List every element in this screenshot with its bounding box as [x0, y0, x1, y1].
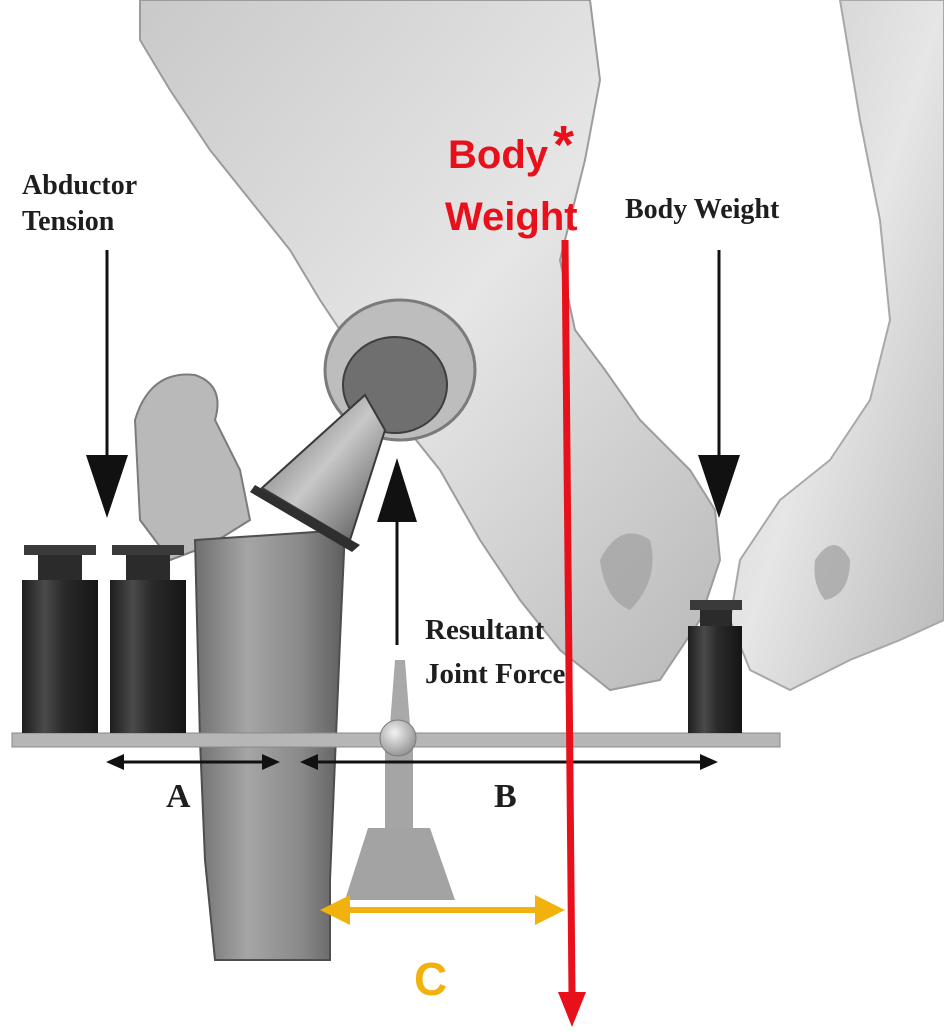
abductor-tension-label: Abductor Tension [22, 168, 137, 240]
abductor-label-line2: Tension [22, 204, 137, 240]
fulcrum-needle [390, 660, 410, 725]
body-weight-arrow [698, 250, 740, 518]
fulcrum-ball [380, 720, 416, 756]
prosthesis-stem [262, 395, 385, 540]
abductor-weight-1 [22, 545, 98, 733]
distance-b-arrow [300, 754, 718, 770]
distance-a-label: A [166, 780, 191, 814]
body-weight-label: Body Weight [625, 193, 779, 227]
resultant-arrow [377, 458, 417, 645]
resultant-label-line1: Resultant [425, 608, 565, 652]
greater-trochanter [135, 375, 250, 560]
distance-b-label: B [494, 780, 517, 814]
red-body-label: Body [448, 133, 548, 178]
red-weight-label: Weight [445, 195, 578, 240]
resultant-joint-force-label: Resultant Joint Force [425, 608, 565, 696]
fulcrum-post [385, 748, 413, 828]
abductor-weight-2 [110, 545, 186, 733]
abductor-arrow [86, 250, 128, 518]
distance-c-label: C [414, 952, 447, 1006]
abductor-label-line1: Abductor [22, 168, 137, 204]
fulcrum-base [345, 828, 455, 900]
resultant-label-line2: Joint Force [425, 652, 565, 696]
red-asterisk: * [553, 114, 574, 176]
